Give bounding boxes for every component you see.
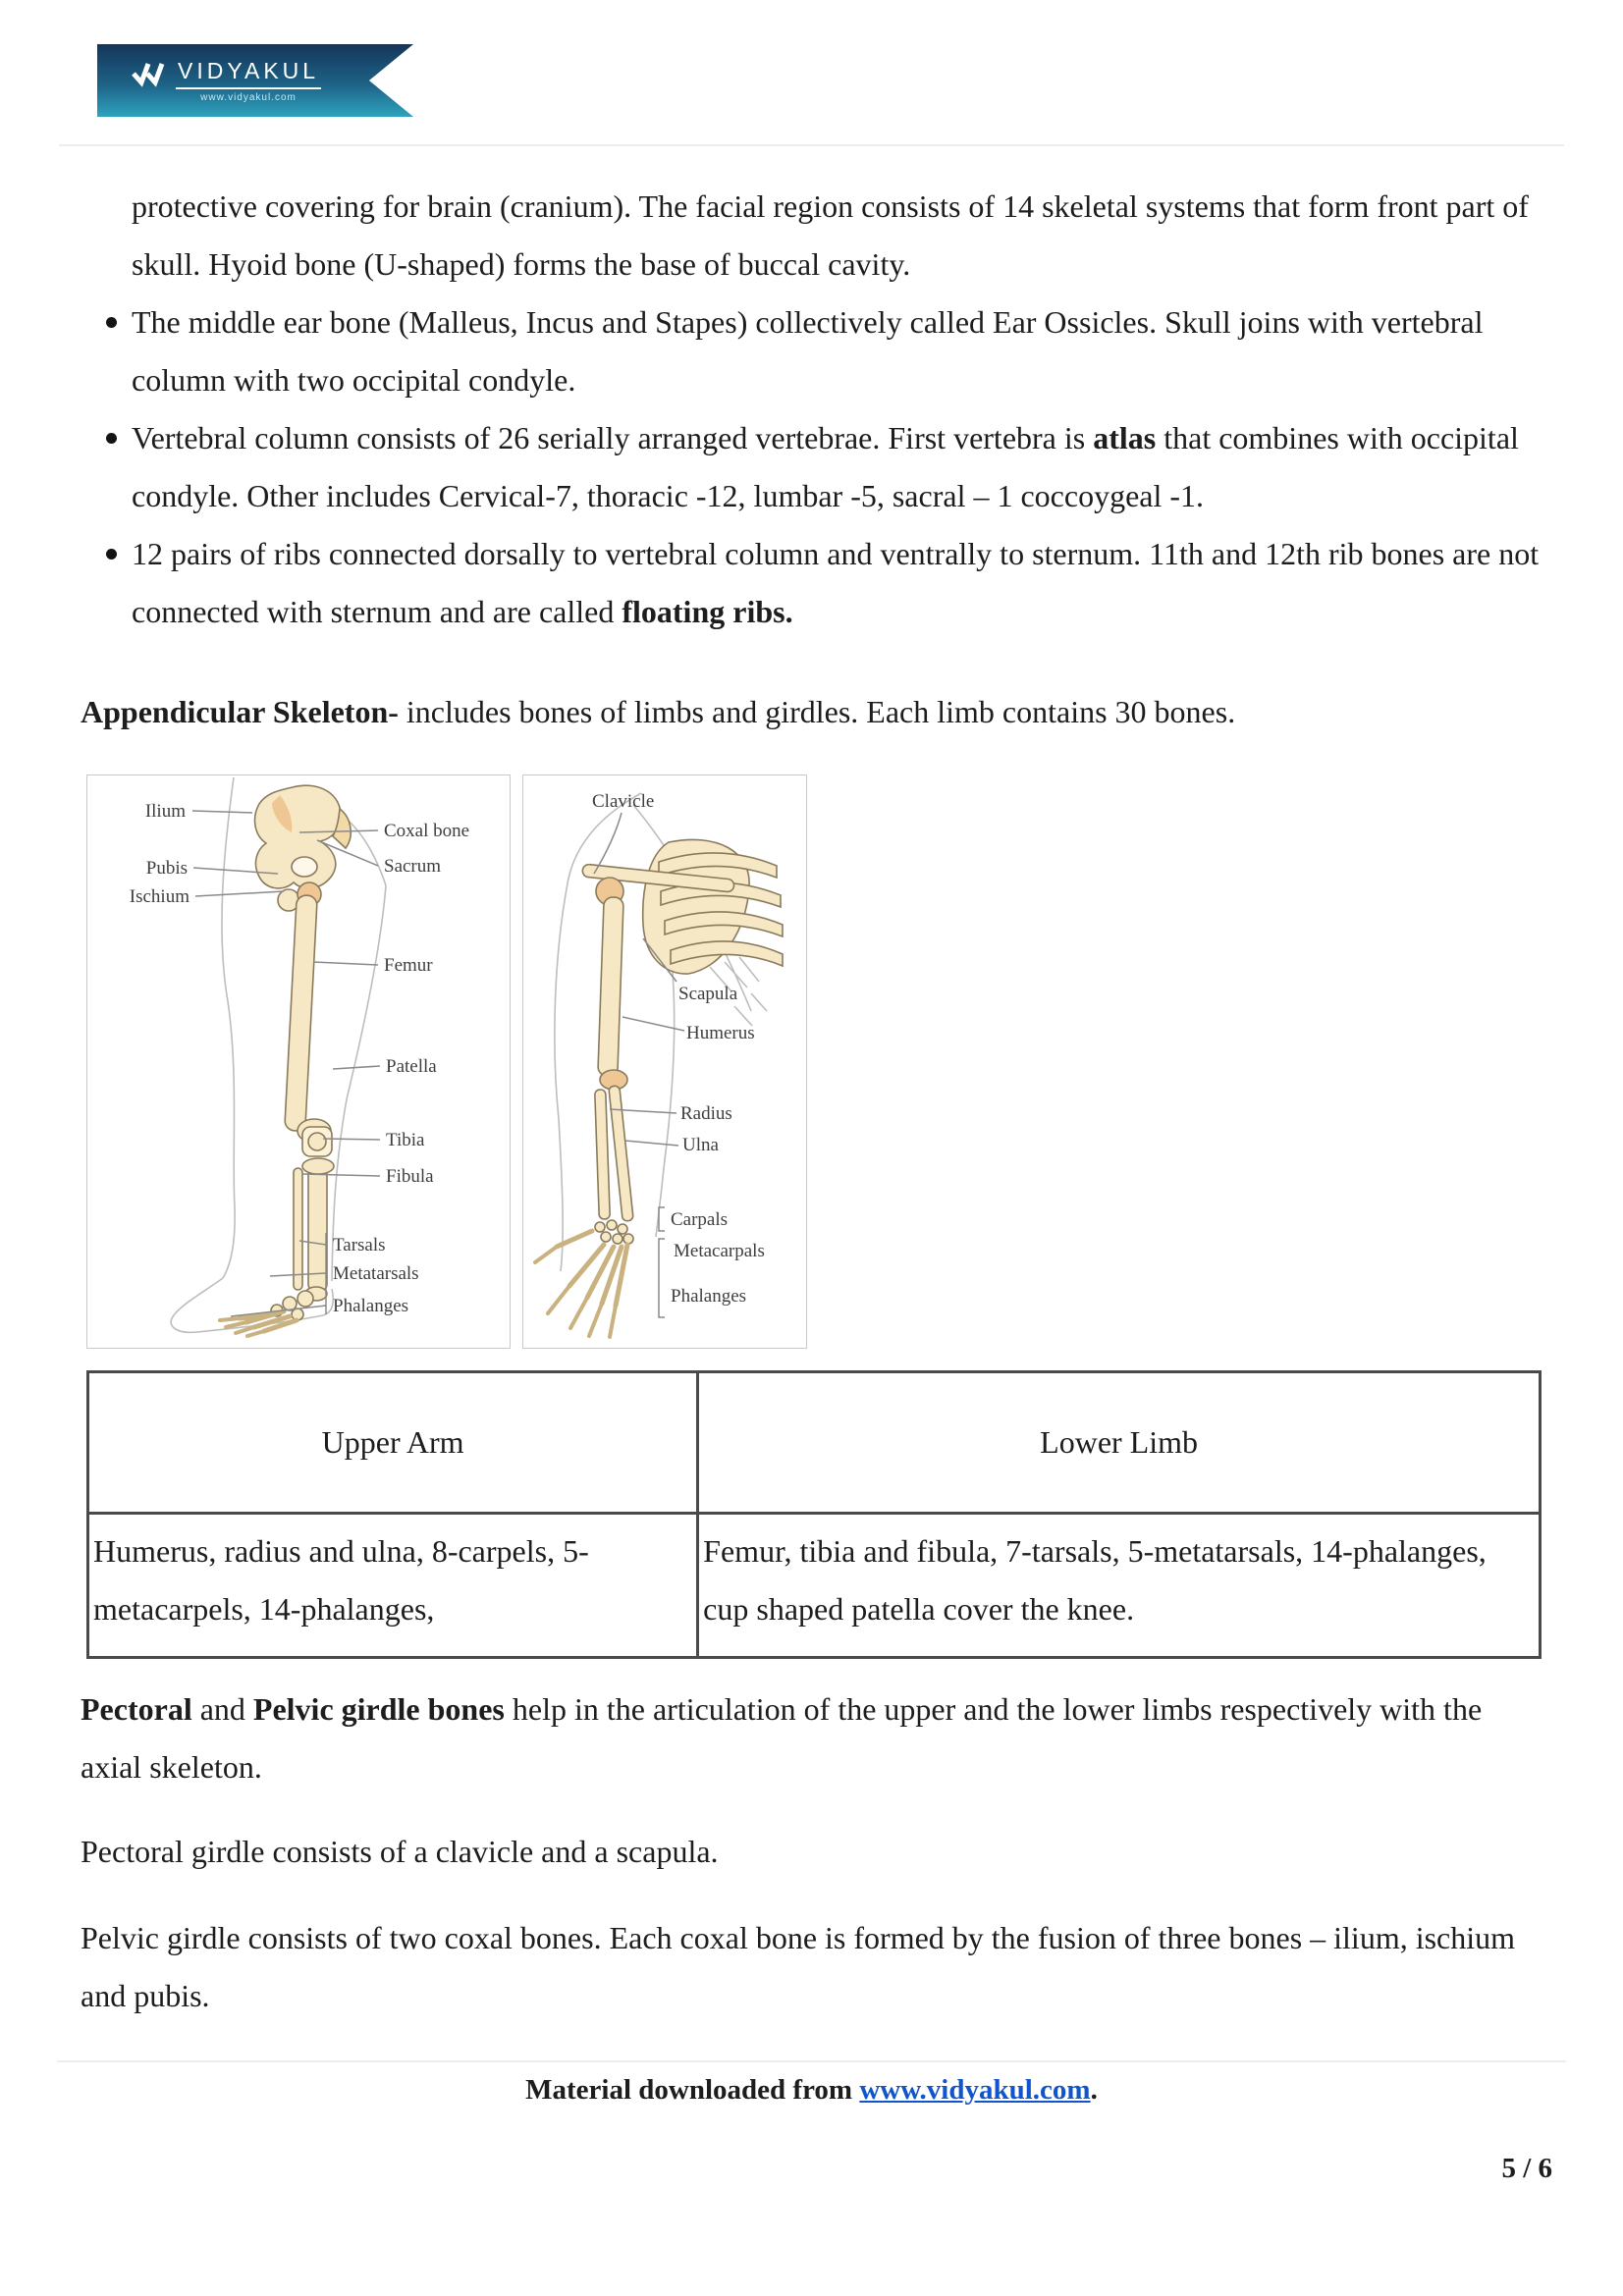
label-ilium: Ilium (145, 801, 186, 822)
label-phalanges-hand: Phalanges (671, 1286, 746, 1307)
label-carpals: Carpals (671, 1209, 728, 1230)
bullet-text-segment: 12 pairs of ribs connected dorsally to v… (132, 536, 1540, 629)
pectoral-girdle-paragraph: Pectoral girdle consists of a clavicle a… (81, 1834, 719, 1869)
leg-bones-figure: Ilium Coxal bone Pubis Sacrum Ischium Fe… (130, 776, 469, 1338)
leg-silhouette (170, 776, 387, 1334)
label-coxal-bone: Coxal bone (384, 821, 469, 841)
cell-upper-arm-bones: Humerus, radius and ulna, 8-carpels, 5-m… (85, 1512, 700, 1659)
vidyakul-logo-banner: VIDYAKUL www.vidyakul.com (97, 44, 413, 117)
bullet-list: The middle ear bone (Malleus, Incus and … (81, 294, 1542, 641)
appendicular-skeleton-paragraph: Appendicular Skeleton- includes bones of… (81, 683, 1542, 741)
label-radius: Radius (680, 1103, 732, 1124)
label-scapula: Scapula (678, 984, 738, 1004)
bullet-ear-ossicles: The middle ear bone (Malleus, Incus and … (106, 294, 1542, 409)
footer-credit: Material downloaded from www.vidyakul.co… (0, 2074, 1623, 2107)
leg-diagram-panel: Ilium Coxal bone Pubis Sacrum Ischium Fe… (86, 774, 511, 1349)
footer-vidyakul-link[interactable]: www.vidyakul.com (859, 2074, 1091, 2106)
footer-credit-prefix: Material downloaded from (525, 2074, 860, 2106)
bullet-ribs: 12 pairs of ribs connected dorsally to v… (106, 525, 1542, 641)
intro-paragraph: protective covering for brain (cranium).… (132, 188, 1529, 282)
label-metatarsals: Metatarsals (333, 1263, 419, 1284)
arm-bones-art (581, 838, 784, 1245)
label-metacarpals: Metacarpals (674, 1241, 765, 1261)
label-pubis: Pubis (146, 858, 188, 879)
footer-credit-suffix: . (1090, 2074, 1098, 2106)
pectoral-pelvic-paragraph: Pectoral and Pelvic girdle bones help in… (81, 1681, 1542, 1796)
toe-bones-art (218, 1316, 266, 1338)
finger-bones-art (533, 1245, 618, 1339)
label-patella: Patella (386, 1056, 437, 1077)
label-tibia: Tibia (386, 1130, 425, 1150)
label-sacrum: Sacrum (384, 856, 441, 877)
arm-diagram-panel: Clavicle Scapula Humerus Radius Ulna Car… (522, 774, 807, 1349)
table-row: Humerus, radius and ulna, 8-carpels, 5-m… (85, 1512, 1542, 1659)
text-segment: help in the articulation of the upper an… (81, 1691, 1483, 1785)
cell-lower-limb-bones: Femur, tibia and fibula, 7-tarsals, 5-me… (696, 1512, 1542, 1659)
skeleton-diagrams: Ilium Coxal bone Pubis Sacrum Ischium Fe… (86, 774, 1623, 1349)
leg-bones-art (253, 784, 352, 1321)
pelvic-girdle-paragraph: Pelvic girdle consists of two coxal bone… (81, 1920, 1516, 2013)
logo-subtitle: www.vidyakul.com (200, 92, 297, 103)
page-number: 5 / 6 (1501, 2153, 1552, 2184)
logo-title: VIDYAKUL (176, 58, 322, 89)
column-header-upper-arm: Upper Arm (85, 1370, 700, 1515)
arm-bones-figure: Clavicle Scapula Humerus Radius Ulna Car… (533, 791, 784, 1339)
bold-pectoral: Pectoral (81, 1691, 192, 1727)
label-fibula: Fibula (386, 1166, 434, 1187)
label-ulna: Ulna (682, 1135, 720, 1155)
lower-content: Upper Arm Lower Limb Humerus, radius and… (0, 1370, 1623, 2025)
bullet-vertebral-column: Vertebral column consists of 26 serially… (106, 409, 1542, 525)
bullet-text-segment: that combines with occipital condyle. Ot… (132, 420, 1519, 513)
label-humerus: Humerus (686, 1023, 755, 1043)
limb-bones-table: Upper Arm Lower Limb Humerus, radius and… (85, 1370, 1542, 1659)
logo-text-block: VIDYAKUL www.vidyakul.com (176, 58, 322, 103)
bullet-text-segment: Vertebral column consists of 26 serially… (132, 420, 1094, 455)
bullet-bold-floating-ribs: floating ribs. (622, 594, 793, 629)
footer-divider (57, 2060, 1566, 2062)
label-tarsals: Tarsals (333, 1235, 386, 1255)
column-header-lower-limb: Lower Limb (696, 1370, 1542, 1515)
label-phalanges-foot: Phalanges (333, 1296, 408, 1316)
appendicular-heading-bold: Appendicular Skeleton- (81, 694, 399, 729)
label-ischium: Ischium (130, 886, 189, 907)
bullet-text-segment: The middle ear bone (Malleus, Incus and … (132, 304, 1484, 398)
label-femur: Femur (384, 955, 433, 976)
arm-labels: Clavicle Scapula Humerus Radius Ulna Car… (592, 791, 765, 1307)
table-header-row: Upper Arm Lower Limb (85, 1370, 1542, 1515)
leg-labels: Ilium Coxal bone Pubis Sacrum Ischium Fe… (130, 801, 469, 1316)
foot-bones-art (237, 1308, 299, 1334)
text-segment: and (191, 1691, 253, 1727)
main-content: protective covering for brain (cranium).… (0, 178, 1623, 741)
arm-label-pointers (593, 812, 685, 1318)
bold-pelvic-girdle-bones: Pelvic girdle bones (252, 1691, 505, 1727)
vidyakul-double-check-icon (131, 62, 168, 96)
hand-bones-art (554, 1228, 630, 1308)
bullet-bold-atlas: atlas (1093, 420, 1157, 455)
header-divider (59, 144, 1564, 146)
leg-label-pointers (191, 810, 381, 1317)
label-clavicle: Clavicle (592, 791, 654, 812)
appendicular-heading-rest: includes bones of limbs and girdles. Eac… (398, 694, 1236, 729)
